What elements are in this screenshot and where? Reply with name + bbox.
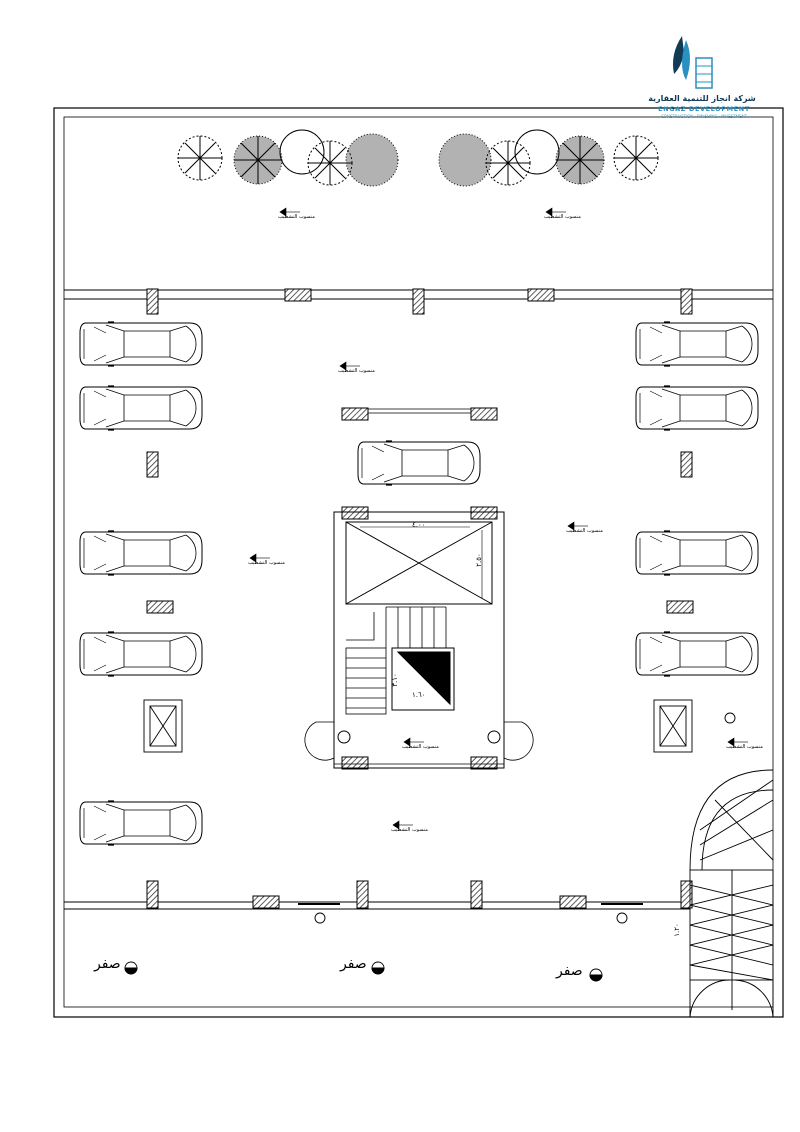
company-name-english: ENGAZ DEVELOPMENT [658, 105, 750, 113]
level-label-zero: صفر [556, 963, 583, 979]
column [146, 451, 159, 478]
columns [146, 288, 694, 909]
column [559, 895, 587, 909]
column [341, 506, 369, 520]
level-label-zero: صفر [340, 956, 367, 972]
car [79, 800, 203, 846]
column [527, 288, 555, 302]
column [680, 288, 693, 315]
core-outline [333, 511, 505, 769]
level-label-zero: صفر [94, 956, 121, 972]
tree-right-1 [438, 133, 492, 187]
level-symbols [124, 712, 736, 982]
central-core [304, 511, 534, 769]
ramp-exit-right [734, 979, 774, 1018]
column [470, 756, 498, 770]
elevator-cross [345, 521, 493, 605]
tree-right-3 [514, 129, 560, 175]
level-arrows [249, 207, 748, 830]
column [146, 880, 159, 909]
shaft-left [143, 699, 183, 753]
dimension-elevator-depth: ٢.٥٠ [474, 553, 483, 567]
tree-left-5 [345, 133, 399, 187]
level-note: منسوب التشطيب [726, 744, 763, 750]
column [341, 756, 369, 770]
parking-cars [79, 321, 759, 846]
tree-right-4 [555, 135, 605, 185]
level-marker [487, 730, 501, 744]
vehicle-ramp [689, 769, 774, 1018]
tree-left-1 [177, 135, 223, 181]
column [470, 506, 498, 520]
level-marker [337, 730, 351, 744]
landscape-trees [177, 129, 659, 187]
tree-left-3 [279, 129, 325, 175]
column [284, 288, 312, 302]
shaft-left-inner [149, 705, 177, 747]
car [79, 530, 203, 576]
car [79, 321, 203, 367]
level-mark [314, 912, 326, 924]
column [146, 600, 174, 614]
stair-flight-left [345, 647, 387, 715]
tree-left-4 [307, 140, 353, 186]
small-shafts [143, 699, 693, 753]
company-name-arabic: شركة انجاز للتنمية العقارية [648, 94, 756, 103]
level-note: منسوب التشطيب [566, 528, 603, 534]
stair-well-diagonal [397, 651, 451, 705]
ramp-curve-outer [689, 769, 774, 871]
dimension-side-gap: ١.٢٠ [672, 923, 681, 937]
level-note: منسوب التشطيب [248, 560, 285, 566]
stair-handrail [346, 612, 375, 641]
column [680, 451, 693, 478]
column [680, 880, 693, 909]
level-note: منسوب التشطيب [402, 744, 439, 750]
inner-boundary [63, 116, 774, 1008]
level-mark [616, 912, 628, 924]
column [356, 880, 369, 909]
column [146, 288, 159, 315]
elevator-shaft [345, 521, 493, 605]
tree-right-5 [613, 135, 659, 181]
tree-right-2 [485, 140, 531, 186]
column [412, 288, 425, 315]
dimension-elevator-width: ٤.٠٠ [412, 521, 426, 529]
tree-left-2 [233, 135, 283, 185]
shaft-right [653, 699, 693, 753]
stair-well [391, 647, 455, 711]
car [635, 385, 759, 431]
level-note: منسوب التشطيب [278, 214, 315, 220]
column [470, 407, 498, 421]
company-tagline: CONSTRUCTION · FINISHING · INVESTMENT [660, 114, 748, 119]
column [470, 880, 483, 909]
car [635, 530, 759, 576]
car [79, 385, 203, 431]
car [357, 440, 481, 486]
ramp-exit-left [689, 979, 731, 1018]
shaft-right-inner [659, 705, 687, 747]
column [341, 407, 369, 421]
car [79, 631, 203, 677]
column [252, 895, 280, 909]
company-logo: شركة انجاز للتنمية العقارية ENGAZ DEVELO… [640, 28, 770, 120]
level-note: منسوب التشطيب [391, 827, 428, 833]
door-swing-right [503, 721, 534, 761]
dimension-stair-flight: ١.٦٠ [412, 691, 426, 699]
column [666, 600, 694, 614]
level-mark [724, 712, 736, 724]
level-note: منسوب التشطيب [338, 368, 375, 374]
company-logo-emblem [673, 36, 713, 89]
level-note: منسوب التشطيب [544, 214, 581, 220]
ramp-straight [689, 869, 774, 981]
car [635, 321, 759, 367]
dimension-ramp-width: ٣.١٠ [390, 673, 399, 687]
ramp-curve-inner [701, 789, 774, 871]
car [635, 631, 759, 677]
stair-flight-top [385, 606, 447, 648]
door-swing-left [304, 721, 335, 761]
outer-boundary [53, 107, 784, 1018]
